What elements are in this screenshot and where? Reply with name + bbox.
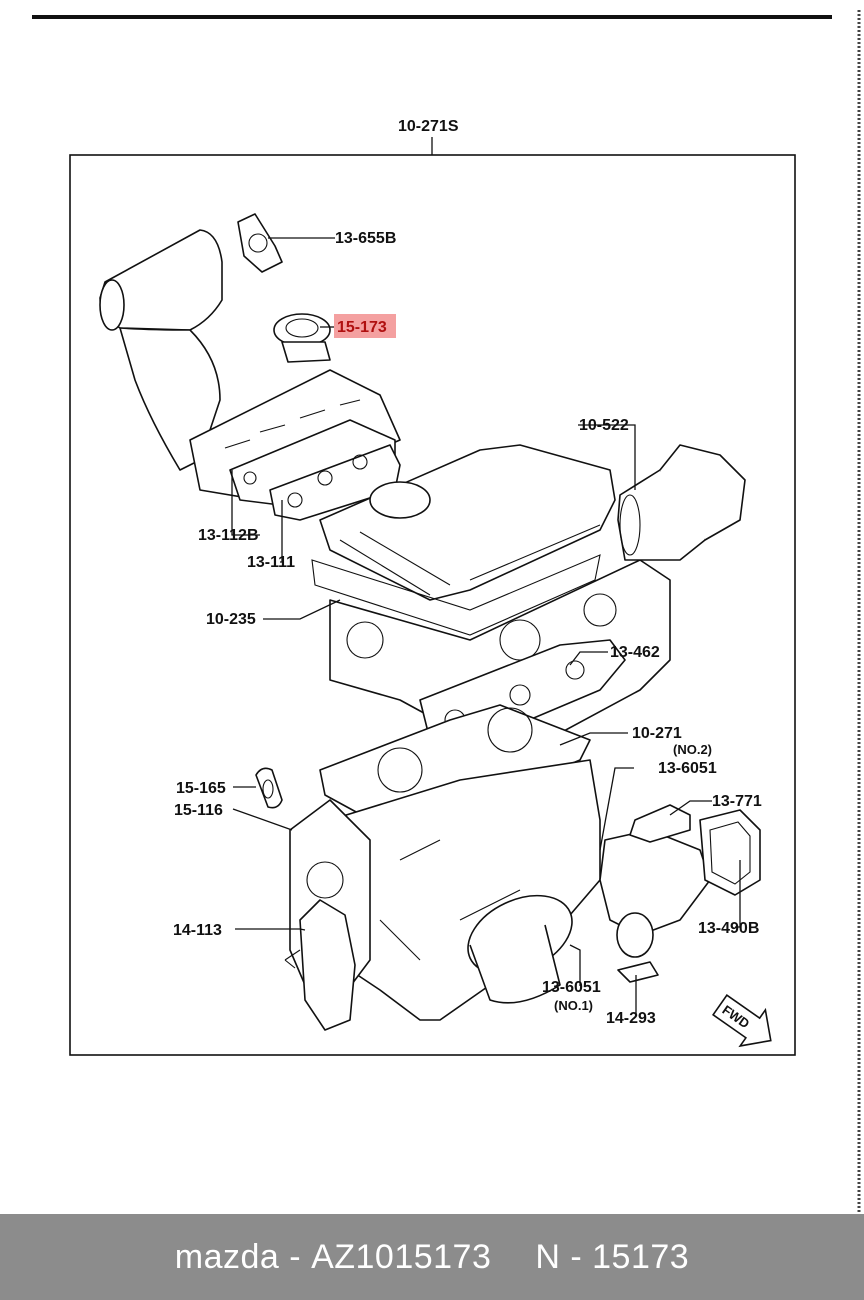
label-13-462: 13-462	[610, 644, 660, 661]
label-15-116: 15-116	[174, 802, 223, 819]
label-13-6051-bottom-sub: (NO.1)	[554, 998, 593, 1013]
footer-code: N - 15173	[535, 1237, 690, 1276]
label-14-293: 14-293	[606, 1010, 656, 1027]
gasket-kit-diagram: 10-271S	[32, 10, 861, 1212]
label-13-655B: 13-655B	[335, 230, 396, 247]
label-13-771: 13-771	[712, 793, 762, 810]
label-10-235: 10-235	[206, 611, 256, 628]
label-15-173: 15-173	[337, 319, 387, 336]
label-13-111: 13-111	[247, 554, 295, 571]
part-number-footer: mazda - AZ1015173 N - 15173	[0, 1214, 864, 1300]
leader-lines	[231, 237, 741, 1014]
label-13-6051-bottom: 13-6051	[542, 979, 601, 996]
label-15-165: 15-165	[176, 780, 226, 797]
label-13-490B: 13-490B	[698, 920, 759, 937]
label-13-112B: 13-112B	[198, 527, 259, 544]
label-14-113: 14-113	[173, 922, 222, 939]
footer-brand: mazda	[174, 1237, 280, 1276]
set-label: 10-271S	[398, 118, 459, 135]
label-10-271: 10-271	[632, 725, 682, 742]
label-10-522: 10-522	[579, 417, 629, 434]
footer-part-number: AZ1015173	[311, 1237, 492, 1276]
label-10-271-sub: (NO.2)	[673, 742, 712, 757]
fwd-arrow-icon: FWD	[712, 994, 772, 1048]
highlight-box	[334, 314, 396, 338]
label-13-6051-top: 13-6051	[658, 760, 717, 777]
engine-illustration	[99, 213, 761, 1031]
